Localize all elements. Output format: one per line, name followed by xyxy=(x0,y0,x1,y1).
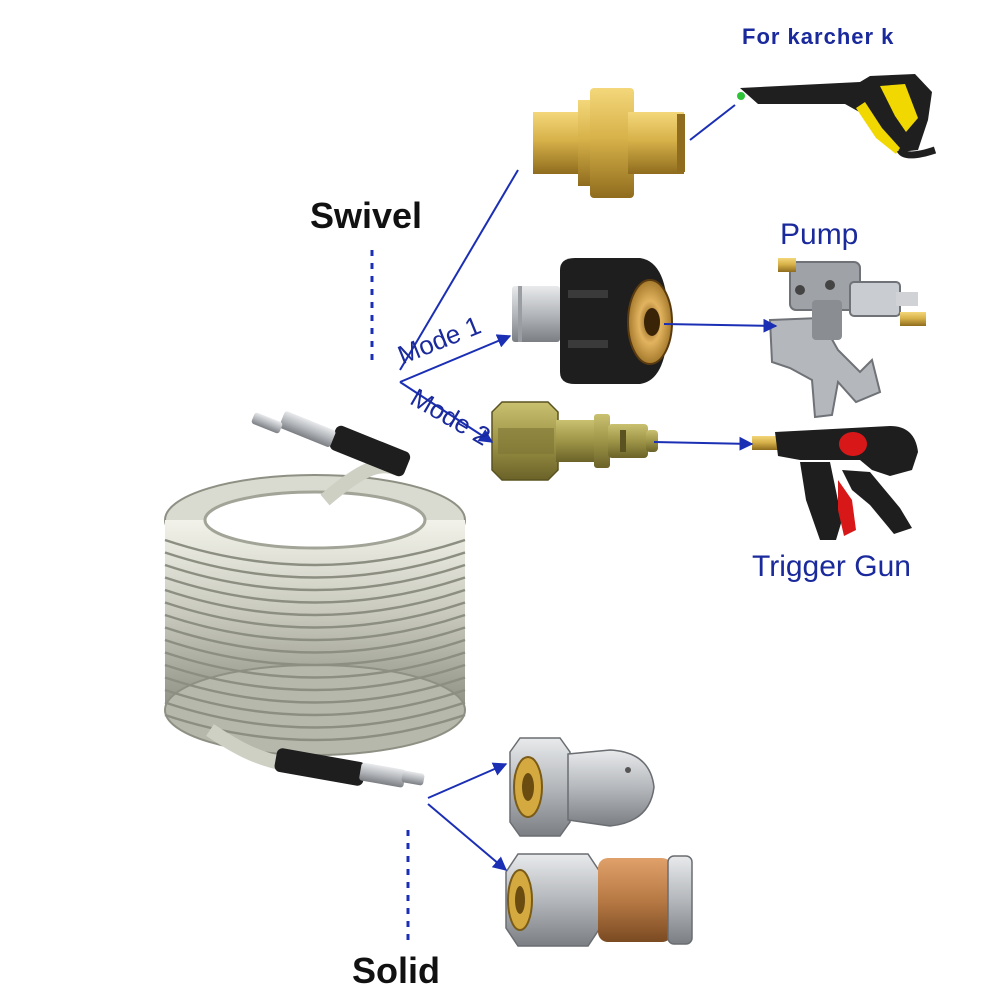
coiled-hose-icon xyxy=(164,411,466,788)
hose-coil-wrap xyxy=(164,651,466,679)
hose-coil-wrap xyxy=(164,688,466,717)
m22-coupler-icon xyxy=(512,258,673,384)
hose-coil-wrap xyxy=(164,676,466,704)
arrow-to-rotating-nozzle xyxy=(427,762,508,799)
karcher-gun-icon xyxy=(737,74,937,159)
hose-coil-wrap xyxy=(164,563,466,592)
trigger-gun-icon xyxy=(752,426,918,540)
rotating-nozzle-icon xyxy=(509,737,655,837)
pump-icon xyxy=(768,258,926,419)
hose-coil-wrap xyxy=(164,613,466,642)
swivel-label: Swivel xyxy=(310,195,423,236)
arrow-to-jetter-nozzle xyxy=(427,803,508,871)
quick-connect-plug-icon xyxy=(491,401,658,481)
hose-coil-wrap xyxy=(164,538,466,567)
hose-coil-wrap xyxy=(164,638,466,667)
hose-coil-wrap xyxy=(164,588,466,617)
hose-coil-wrap xyxy=(164,663,466,692)
arrow-to-pump xyxy=(663,318,778,333)
hose-coil-wrap xyxy=(164,626,466,654)
hose-coil-wrap xyxy=(164,551,466,579)
arrow-mode2 xyxy=(399,381,494,443)
hose-coil-wrap xyxy=(164,701,466,729)
arrow-mode1 xyxy=(399,334,512,383)
brass-karcher-adapter-icon xyxy=(533,88,685,198)
line-to-karcher-gun xyxy=(689,104,736,141)
arrow-to-trigger-gun xyxy=(653,436,754,451)
pump-label: Pump xyxy=(780,218,859,251)
trigger-gun-label: Trigger Gun xyxy=(752,550,911,583)
hose-coil-wrap xyxy=(164,601,466,629)
solid-label: Solid xyxy=(352,950,440,991)
line-to-karcher-adapter xyxy=(399,169,519,371)
hose-coil-wrap xyxy=(164,713,466,742)
hose-coil-wrap xyxy=(164,576,466,604)
karcher-label: For karcher k xyxy=(742,24,895,49)
connector-lines xyxy=(370,104,778,940)
sewer-jetter-nozzle-icon xyxy=(505,853,693,947)
